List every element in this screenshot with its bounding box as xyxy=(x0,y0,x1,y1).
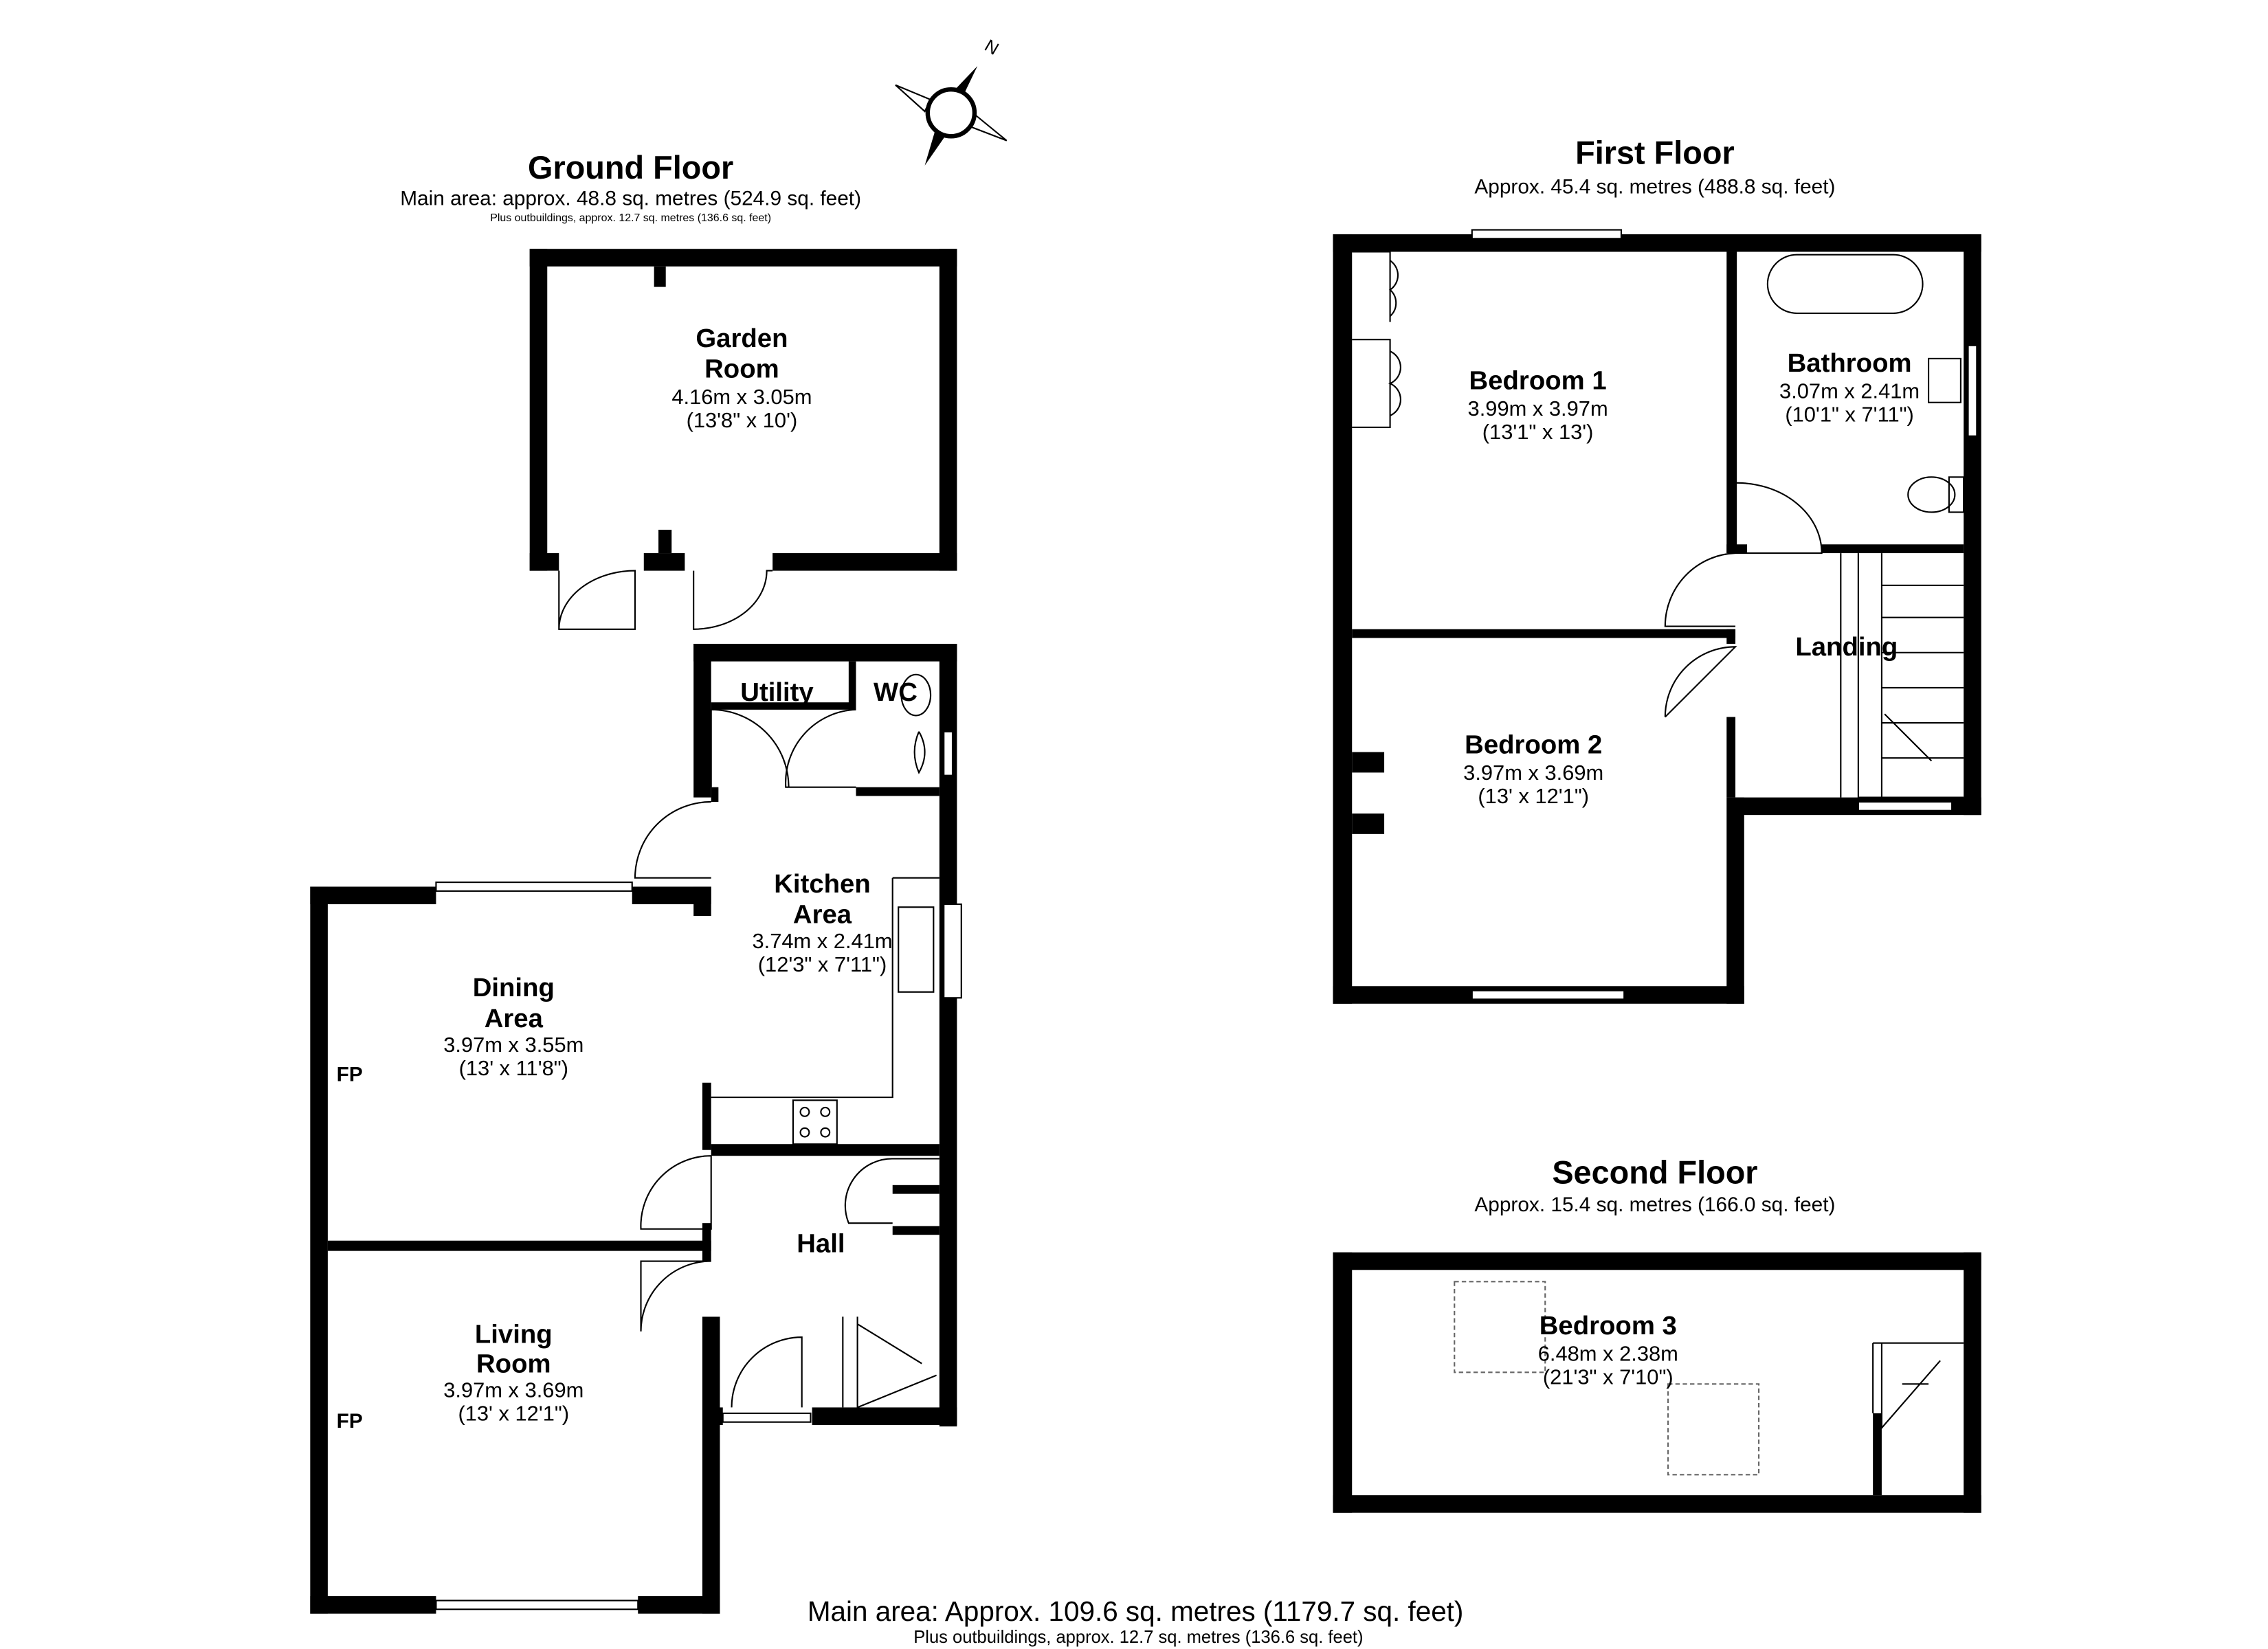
kitchen-metric: 3.74m x 2.41m xyxy=(752,929,892,953)
wc-name: WC xyxy=(874,677,918,707)
dining-fireplace-label: FP xyxy=(337,1064,363,1086)
bathroom-name: Bathroom xyxy=(1788,348,1912,378)
dining-name: Dining xyxy=(473,973,555,1002)
total-main-area: Main area: Approx. 109.6 sq. metres (117… xyxy=(808,1595,1464,1627)
hall-name: Hall xyxy=(797,1229,845,1259)
bedroom3-name: Bedroom 3 xyxy=(1539,1311,1677,1340)
dining-metric: 3.97m x 3.55m xyxy=(443,1033,583,1057)
bedroom2-metric: 3.97m x 3.69m xyxy=(1463,761,1603,785)
living-name-2: Room xyxy=(476,1349,551,1378)
first-floor-title: First Floor xyxy=(1575,135,1735,171)
garden-room-walls xyxy=(529,249,957,630)
second-floor-title: Second Floor xyxy=(1552,1155,1757,1191)
kitchen-imperial: (12'3" x 7'11") xyxy=(758,952,887,976)
ground-floor-walls xyxy=(310,644,962,1614)
compass-north-label: N xyxy=(981,36,1002,58)
living-imperial: (13' x 12'1") xyxy=(458,1402,569,1426)
bedroom2-name: Bedroom 2 xyxy=(1465,730,1602,760)
kitchen-name-2: Area xyxy=(793,900,852,930)
garden-room-name: Garden xyxy=(696,324,788,353)
ground-floor-area: Main area: approx. 48.8 sq. metres (524.… xyxy=(400,187,861,210)
bathroom-metric: 3.07m x 2.41m xyxy=(1779,379,1920,403)
bedroom1-name: Bedroom 1 xyxy=(1469,366,1607,396)
dining-imperial: (13' x 11'8") xyxy=(459,1056,568,1080)
bedroom1-imperial: (13'1" x 13') xyxy=(1482,420,1594,444)
dining-name-2: Area xyxy=(485,1004,544,1033)
compass-icon: N xyxy=(895,36,1008,166)
ground-floor-title: Ground Floor xyxy=(528,150,733,186)
second-floor-area: Approx. 15.4 sq. metres (166.0 sq. feet) xyxy=(1474,1193,1835,1216)
landing-name: Landing xyxy=(1795,632,1898,662)
living-metric: 3.97m x 3.69m xyxy=(443,1378,583,1402)
ground-floor-outbuildings: Plus outbuildings, approx. 12.7 sq. metr… xyxy=(490,212,771,224)
second-floor-walls xyxy=(1333,1252,1981,1513)
bedroom1-metric: 3.99m x 3.97m xyxy=(1468,396,1608,420)
garden-room-metric: 4.16m x 3.05m xyxy=(671,385,812,409)
utility-name: Utility xyxy=(740,677,814,707)
garden-room-name-2: Room xyxy=(704,355,779,384)
bathroom-imperial: (10'1" x 7'11") xyxy=(1785,402,1914,426)
living-name: Living xyxy=(475,1320,553,1349)
first-floor-area: Approx. 45.4 sq. metres (488.8 sq. feet) xyxy=(1474,175,1835,198)
garden-room-imperial: (13'8" x 10') xyxy=(687,408,798,432)
bedroom3-metric: 6.48m x 2.38m xyxy=(1538,1341,1678,1365)
first-floor-walls xyxy=(1333,229,1981,1004)
total-outbuildings: Plus outbuildings, approx. 12.7 sq. metr… xyxy=(913,1628,1363,1647)
kitchen-name: Kitchen xyxy=(774,869,871,899)
bedroom2-imperial: (13' x 12'1") xyxy=(1478,784,1589,808)
bedroom3-imperial: (21'3" x 7'10") xyxy=(1543,1365,1674,1389)
living-fireplace-label: FP xyxy=(337,1410,363,1433)
